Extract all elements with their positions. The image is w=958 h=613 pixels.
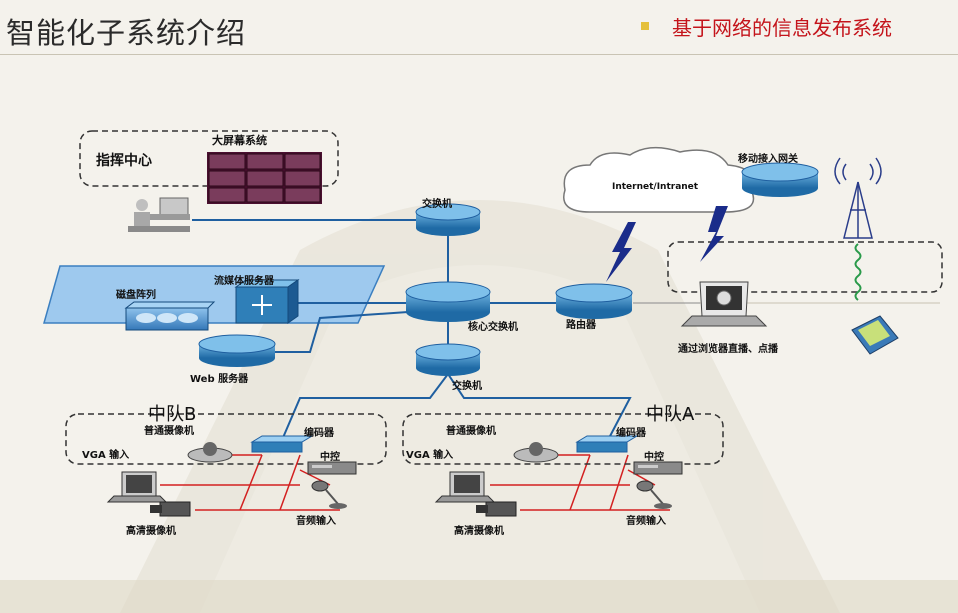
microphone-b — [311, 480, 347, 509]
label-core-switch: 核心交换机 — [468, 322, 518, 333]
label-command-center: 指挥中心 — [96, 153, 152, 169]
fan-background — [120, 200, 840, 613]
video-wall — [207, 152, 322, 204]
label-big-screen: 大屏幕系统 — [212, 134, 267, 147]
label-central-control-a: 中控 — [644, 452, 664, 463]
cell-tower — [834, 157, 882, 239]
label-vga-a: VGA 输入 — [406, 450, 454, 461]
streaming-server-device — [234, 279, 300, 324]
page-title: 智能化子系统介绍 — [6, 16, 247, 50]
label-mobile-gateway: 移动接入网关 — [738, 154, 798, 165]
label-web-server: Web 服务器 — [190, 374, 249, 385]
wireless-link-bolt-2 — [700, 206, 728, 262]
label-camera-normal-b: 普通摄像机 — [144, 426, 194, 437]
camera-normal-b — [187, 442, 233, 463]
mobile-area-box — [667, 241, 943, 293]
label-audio-b: 音频输入 — [296, 516, 336, 527]
label-internet: Internet/Intranet — [612, 182, 699, 192]
core-switch-device — [405, 281, 491, 322]
vga-laptop-b — [106, 471, 168, 503]
hd-camera-a — [476, 501, 517, 517]
laptop-browser — [680, 281, 768, 327]
command-center-box — [79, 130, 339, 187]
label-switch-bottom: 交换机 — [452, 381, 482, 392]
operator-workstation — [128, 197, 190, 232]
page-subtitle: 基于网络的信息发布系统 — [672, 16, 892, 40]
switch-bottom-device — [415, 343, 481, 376]
label-disk-array: 磁盘阵列 — [116, 290, 156, 301]
label-central-control-b: 中控 — [320, 452, 340, 463]
web-server-device — [198, 334, 276, 367]
pda-device — [851, 315, 899, 355]
wireless-link-bolt-1 — [606, 222, 636, 282]
disk-array-device — [124, 301, 216, 331]
label-switch-top: 交换机 — [422, 199, 452, 210]
router-device — [555, 283, 633, 319]
internet-cloud — [563, 146, 755, 213]
label-encoder-b: 编码器 — [304, 428, 334, 439]
label-hd-camera-a: 高清摄像机 — [454, 526, 504, 537]
label-encoder-a: 编码器 — [616, 428, 646, 439]
label-squad-b: 中队B — [148, 404, 197, 425]
label-camera-normal-a: 普通摄像机 — [446, 426, 496, 437]
camera-normal-a — [513, 442, 559, 463]
central-control-a — [633, 461, 683, 475]
label-squad-a: 中队A — [646, 404, 695, 425]
label-browser: 通过浏览器直播、点播 — [678, 344, 778, 355]
microphone-a — [636, 480, 672, 509]
mobile-gateway-device — [741, 162, 819, 197]
signal-waves — [854, 243, 862, 301]
header-divider — [0, 54, 958, 55]
label-vga-b: VGA 输入 — [82, 450, 130, 461]
label-audio-a: 音频输入 — [626, 516, 666, 527]
switch-top-device — [415, 203, 481, 236]
label-router: 路由器 — [566, 320, 596, 331]
central-control-b — [307, 461, 357, 475]
encoder-b — [250, 435, 314, 453]
hd-camera-b — [150, 501, 191, 517]
label-streaming-server: 流媒体服务器 — [214, 276, 274, 287]
label-hd-camera-b: 高清摄像机 — [126, 526, 176, 537]
encoder-a — [575, 435, 639, 453]
subtitle-bullet — [641, 22, 649, 30]
